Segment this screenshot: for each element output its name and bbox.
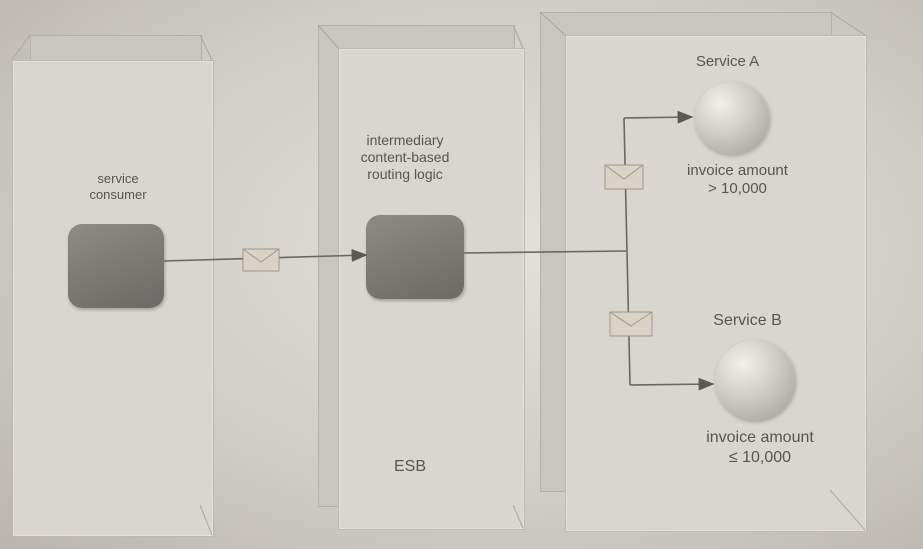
to-service-b-line (629, 377, 715, 391)
to-service-a-line (623, 110, 694, 124)
service-b-sphere (715, 340, 795, 420)
envelope-icon-service-b (609, 311, 653, 337)
service-consumer-box (68, 224, 164, 308)
consumer-label: service consumer (89, 171, 147, 202)
service-b-name: Service B (713, 312, 782, 329)
branch-vertical-line (623, 117, 631, 386)
service-b-condition: invoice amount ≤ 10,000 (706, 429, 814, 466)
envelope-icon-consumer (242, 248, 280, 272)
envelope-icon-service-a (604, 164, 644, 190)
routing-logic-box (366, 215, 464, 299)
esb-caption: ESB (393, 458, 426, 475)
esb-out-line (463, 250, 627, 254)
routing-logic-label: intermediary content-based routing logic (360, 132, 450, 183)
service-a-name: Service A (695, 53, 760, 70)
service-a-sphere (695, 82, 769, 154)
service-a-condition: invoice amount > 10,000 (687, 162, 788, 198)
